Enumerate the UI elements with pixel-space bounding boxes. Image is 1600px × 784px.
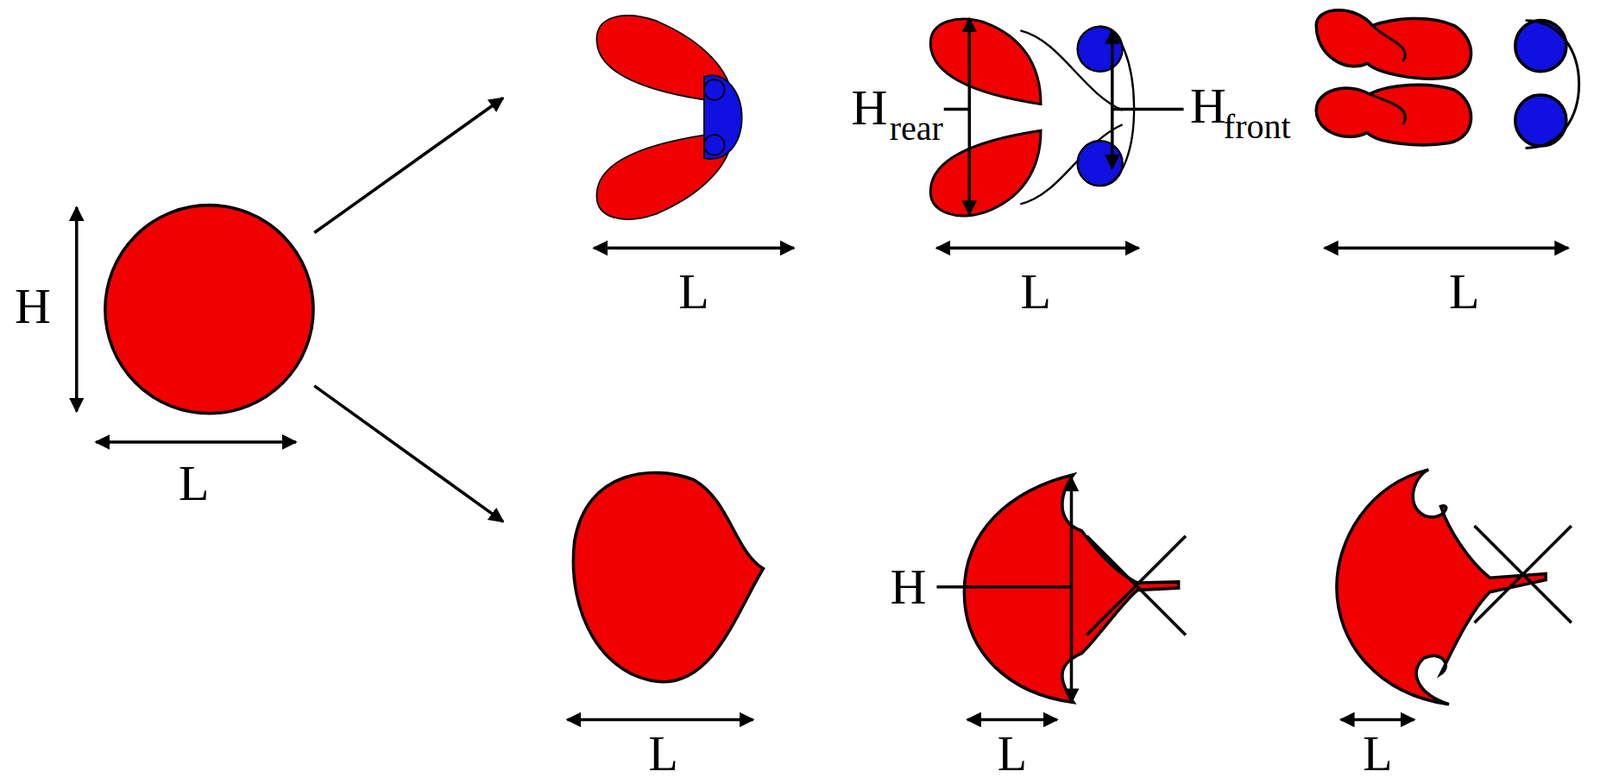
dimension-label: H <box>14 281 51 332</box>
dimension-label: H <box>889 561 926 612</box>
dimension-label: H <box>1190 81 1227 132</box>
dimension-label: L <box>1362 729 1393 778</box>
dimension-subscript: front <box>1223 109 1292 145</box>
dimension-label: L <box>1448 266 1480 317</box>
dimension-label: L <box>648 729 678 778</box>
dimension-label: L <box>997 729 1027 778</box>
dimension-subscript: rear <box>889 111 944 146</box>
dimension-label: L <box>1020 266 1051 317</box>
dimension-label: L <box>678 266 709 317</box>
dimension-label: H <box>850 82 888 133</box>
dimension-label: L <box>178 458 209 509</box>
